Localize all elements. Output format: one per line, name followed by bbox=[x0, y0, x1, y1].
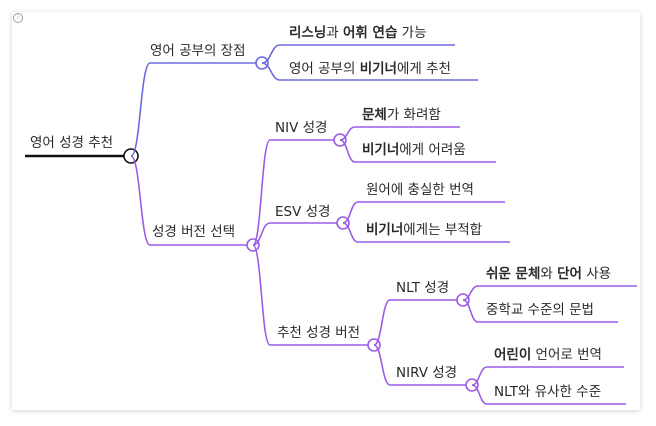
sub-branch-label: NIV 성경 bbox=[275, 120, 328, 136]
connector bbox=[252, 139, 271, 246]
connector bbox=[130, 155, 151, 246]
sub-branch-label: 추천 성경 버전 bbox=[277, 325, 361, 341]
connector bbox=[261, 62, 281, 81]
info-icon[interactable]: i bbox=[13, 13, 23, 23]
root-label: 영어 성경 추천 bbox=[30, 135, 114, 151]
leaf-label: 비기너에게는 부적합 bbox=[366, 222, 483, 238]
sub-branch-label: NIRV 성경 bbox=[396, 365, 458, 381]
leaf-label: 영어 공부의 비기너에게 추천 bbox=[289, 61, 451, 77]
leaf-label: 중학교 수준의 문법 bbox=[486, 302, 594, 318]
connector bbox=[373, 344, 391, 386]
connector bbox=[130, 62, 151, 157]
connector bbox=[471, 366, 488, 386]
sub-branch-label: NLT 성경 bbox=[396, 280, 450, 296]
branch-label: 영어 공부의 장점 bbox=[150, 43, 246, 59]
connector bbox=[373, 299, 391, 346]
connector bbox=[252, 244, 271, 346]
sub-branch-label: ESV 성경 bbox=[275, 204, 331, 220]
connector bbox=[252, 222, 271, 246]
leaf-label: NLT와 유사한 수준 bbox=[494, 384, 602, 400]
connector bbox=[462, 299, 479, 323]
connector bbox=[471, 384, 488, 405]
branch-label: 성경 버전 선택 bbox=[152, 224, 236, 240]
connector bbox=[339, 139, 356, 163]
leaf-label: 문체가 화려함 bbox=[362, 107, 441, 123]
leaf-label: 쉬운 문체와 단어 사용 bbox=[486, 266, 612, 282]
leaf-label: 원어에 충실한 번역 bbox=[366, 182, 474, 198]
connector bbox=[342, 201, 359, 224]
leaf-label: 어린이 언어로 번역 bbox=[494, 347, 602, 363]
mindmap-panel bbox=[12, 12, 640, 410]
leaf-label: 리스닝과 어휘 연습 가능 bbox=[289, 25, 427, 41]
connector bbox=[342, 222, 359, 243]
leaf-label: 비기너에게 어려움 bbox=[362, 142, 466, 158]
